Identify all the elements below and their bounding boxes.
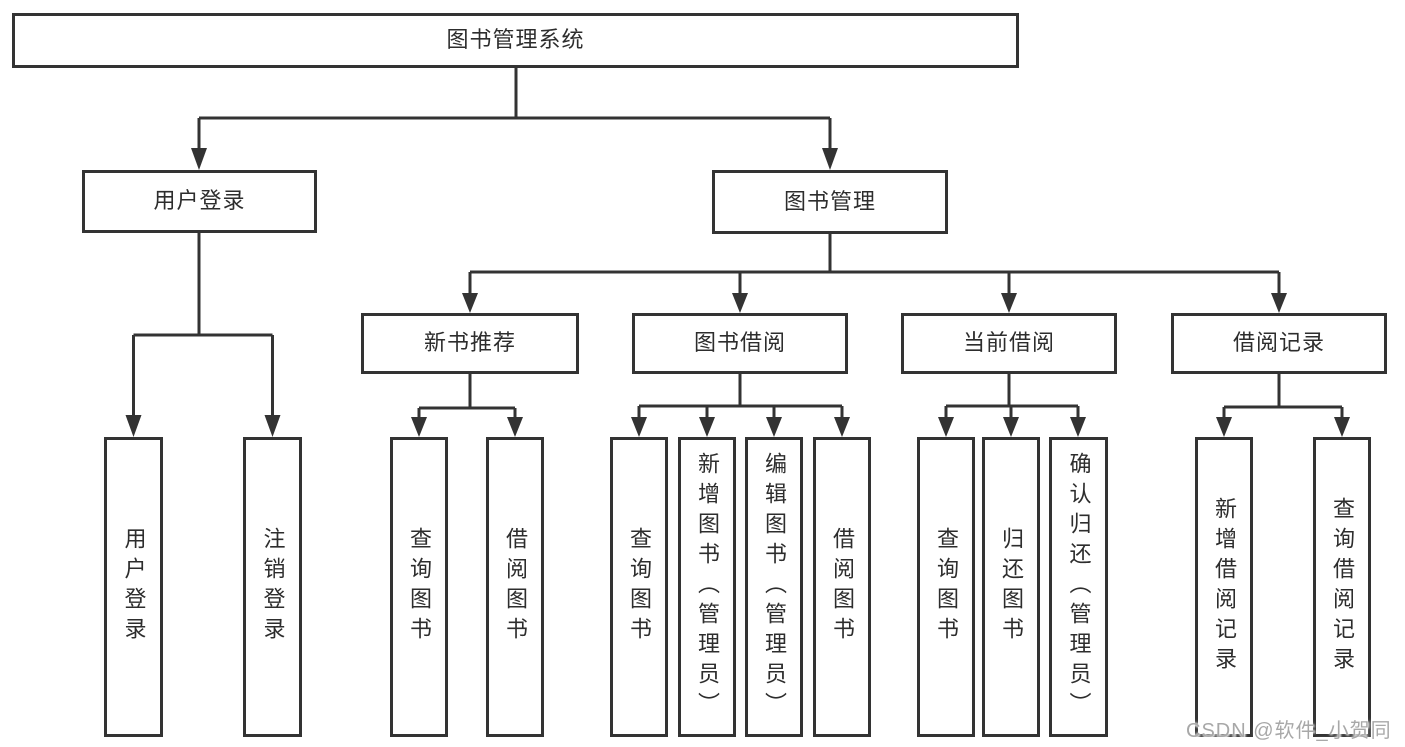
leaf-current-query-books: 查询图书 bbox=[917, 437, 975, 737]
node-library-system: 图书管理系统 bbox=[12, 13, 1019, 68]
leaf-newbook-query-books: 查询图书 bbox=[390, 437, 448, 737]
connector-book-borrow-to-leaves bbox=[637, 374, 844, 419]
leaf-borrow-query-books: 查询图书 bbox=[610, 437, 668, 737]
leaf-borrow-edit-books-admin: 编辑图书（管理员） bbox=[745, 437, 803, 737]
node-current-borrow: 当前借阅 bbox=[901, 313, 1117, 374]
leaf-record-query-borrow-record: 查询借阅记录 bbox=[1313, 437, 1371, 737]
leaf-current-return-books: 归还图书 bbox=[982, 437, 1040, 737]
node-user-login: 用户登录 bbox=[82, 170, 317, 233]
node-book-management: 图书管理 bbox=[712, 170, 948, 234]
connector-new-book-to-leaves bbox=[417, 374, 517, 419]
connector-user-login-to-leaves bbox=[132, 233, 274, 417]
leaf-user-login: 用户登录 bbox=[104, 437, 163, 737]
node-new-book-recommend: 新书推荐 bbox=[361, 313, 579, 374]
node-book-borrow: 图书借阅 bbox=[632, 313, 848, 374]
connector-book-management-to-level3 bbox=[468, 234, 1281, 295]
arrowheads bbox=[125, 148, 1350, 437]
leaf-record-add-borrow-record: 新增借阅记录 bbox=[1195, 437, 1253, 737]
leaf-borrow-add-books-admin: 新增图书（管理员） bbox=[678, 437, 736, 737]
connector-borrow-record-to-leaves bbox=[1222, 374, 1344, 419]
leaf-logout: 注销登录 bbox=[243, 437, 302, 737]
connector-current-borrow-to-leaves bbox=[944, 374, 1080, 419]
connector-root-to-level2 bbox=[197, 68, 832, 150]
leaf-borrow-borrow-books: 借阅图书 bbox=[813, 437, 871, 737]
node-borrow-record: 借阅记录 bbox=[1171, 313, 1387, 374]
leaf-newbook-borrow-books: 借阅图书 bbox=[486, 437, 544, 737]
leaf-current-confirm-return-admin: 确认归还（管理员） bbox=[1049, 437, 1108, 737]
csdn-watermark: CSDN @软件_小贺同学 bbox=[1186, 720, 1392, 742]
